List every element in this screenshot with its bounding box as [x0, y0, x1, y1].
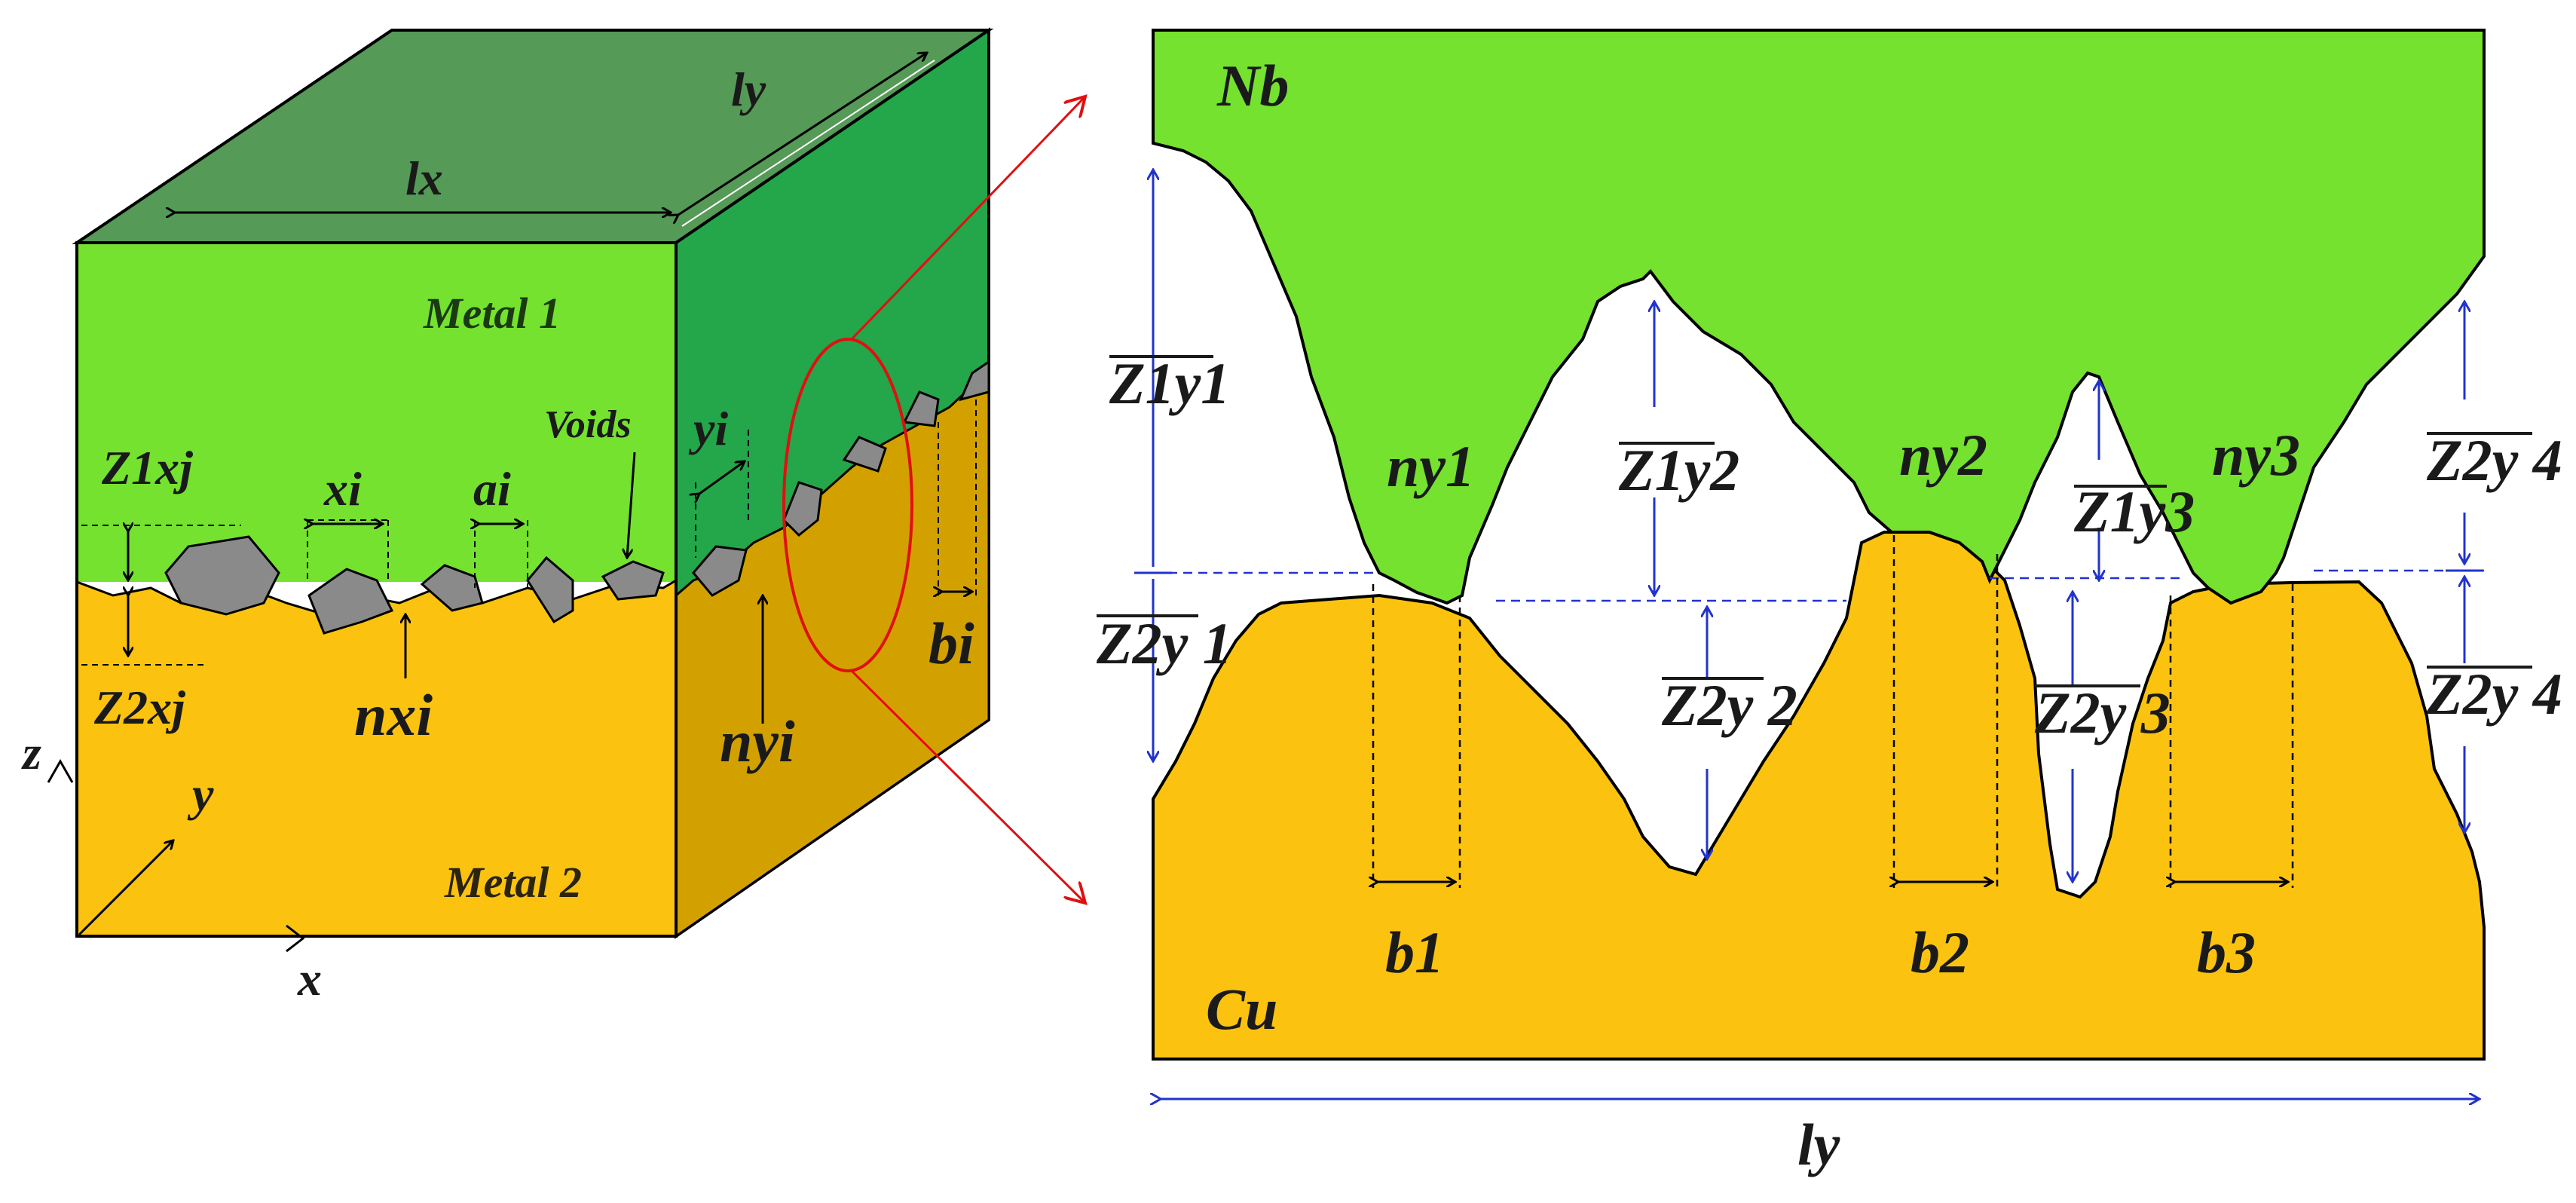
b-markers: [1372, 535, 2294, 888]
nyi-label: nyi: [720, 709, 795, 774]
zxj-dashes: [81, 525, 241, 666]
cu-region: [1152, 531, 2486, 1061]
void-side-4: [902, 390, 940, 427]
z2xj-label: Z2xj: [93, 681, 185, 734]
ai-label: ai: [473, 462, 511, 516]
ly-bottom-label: ly: [1797, 1112, 1840, 1177]
callout-ellipse: [782, 338, 913, 672]
nb-region: [1152, 29, 2486, 605]
void-side-5: [959, 360, 990, 402]
lx-label: lx: [405, 152, 443, 205]
ny2-label: ny2: [1899, 422, 1987, 488]
ly-dim-arrow-outline: [681, 60, 935, 227]
z2y3-label: Z2y 3: [2034, 680, 2171, 745]
z2y4-top-label: Z2y 4: [2426, 427, 2562, 493]
block-front-outline: [75, 241, 678, 938]
cu-label: Cu: [1206, 976, 1277, 1042]
z-ticks: [1134, 569, 2483, 574]
void-front-3: [420, 564, 484, 612]
z1y3-label: Z1y3: [2073, 479, 2195, 544]
voids-arrow: [627, 452, 636, 558]
z1y2-label: Z1y2: [1618, 437, 1739, 503]
z1xj-label: Z1xj: [101, 441, 193, 494]
ny3-label: ny3: [2212, 422, 2300, 488]
void-side-3: [842, 436, 887, 473]
void-front-4: [526, 556, 574, 624]
yi-arrow: [699, 461, 745, 494]
void-side-2: [782, 481, 823, 537]
callout-arrow-top: [850, 96, 1085, 341]
b1-label: b1: [1385, 920, 1444, 985]
z2y2-label: Z2y 2: [1661, 672, 1797, 738]
void-front-2: [307, 568, 394, 635]
ly-dim-arrow: [678, 53, 927, 215]
z1y1-label: Z1y1: [1109, 350, 1230, 416]
axes: [47, 758, 305, 953]
void-front-5: [601, 560, 665, 601]
metal1-label: Metal 1: [423, 289, 561, 338]
z-dim-arrows: [1153, 170, 2464, 882]
callout-arrow-bottom: [850, 669, 1085, 903]
axis-x-label: x: [297, 952, 322, 1006]
b2-label: b2: [1911, 920, 1969, 985]
ai-marker: [474, 520, 528, 588]
z2y4-bottom-label: Z2y 4: [2426, 661, 2562, 727]
z2y1-label: Z2y 1: [1096, 611, 1232, 676]
void-side-1: [692, 545, 748, 597]
yi-label: yi: [688, 402, 728, 455]
metal2-label: Metal 2: [444, 858, 582, 907]
cross-section: [1152, 29, 2486, 1061]
void-front-1: [164, 535, 280, 616]
bi-label: bi: [929, 611, 974, 676]
nxi-label: nxi: [354, 682, 433, 748]
nb-label: Nb: [1216, 53, 1289, 118]
z-overlines: [1097, 355, 2532, 687]
b3-label: b3: [2197, 920, 2256, 985]
bi-marker: [938, 399, 977, 595]
block-3d: [72, 27, 994, 939]
ly-label-top: ly: [731, 63, 766, 116]
xi-label: xi: [323, 462, 362, 516]
axis-z-label: z: [21, 726, 41, 779]
ny1-label: ny1: [1387, 433, 1475, 499]
block-front-metal2: [77, 580, 676, 936]
voids-label: Voids: [544, 403, 632, 446]
